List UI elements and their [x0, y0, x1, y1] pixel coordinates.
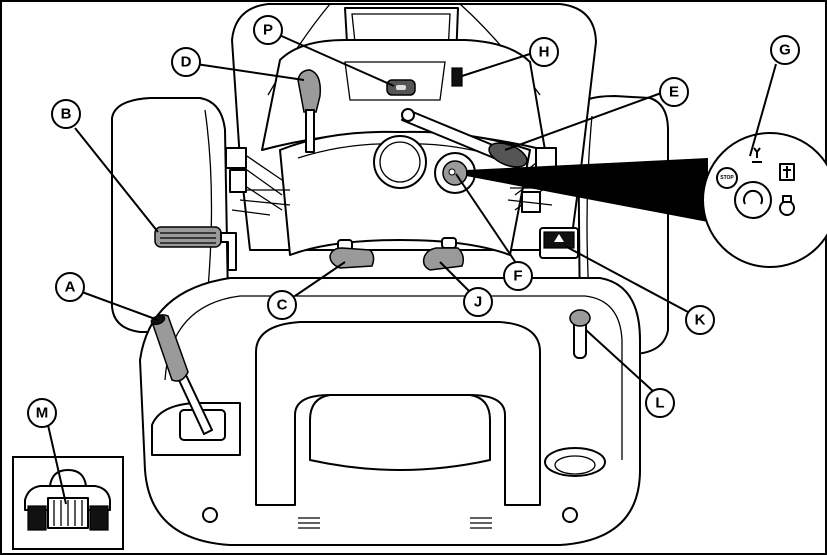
choke-lever[interactable]: [570, 310, 590, 358]
callout-H: H: [530, 38, 558, 66]
callout-label-A: A: [65, 279, 76, 296]
stop-label: STOP: [720, 175, 734, 181]
callout-label-E: E: [669, 84, 679, 101]
callout-label-G: G: [779, 42, 791, 59]
callout-label-J: J: [474, 294, 482, 311]
callout-P: P: [254, 16, 282, 44]
callout-label-D: D: [181, 54, 192, 71]
run-position-icon: [780, 164, 794, 180]
rear-body: [140, 278, 640, 545]
callout-label-L: L: [655, 395, 664, 412]
ignition-detail: STOP: [703, 133, 827, 267]
start-position-icon: [780, 196, 794, 215]
callout-M: M: [28, 399, 56, 427]
callout-L: L: [646, 389, 674, 417]
callout-J: J: [464, 288, 492, 316]
callout-A: A: [56, 273, 84, 301]
indicator-light: [452, 68, 462, 86]
callout-label-K: K: [695, 312, 706, 329]
callout-E: E: [660, 78, 688, 106]
callout-D: D: [172, 48, 200, 76]
callout-B: B: [52, 100, 80, 128]
callout-label-M: M: [36, 405, 49, 422]
callout-G: G: [771, 36, 799, 64]
callout-label-C: C: [277, 297, 288, 314]
callout-C: C: [268, 291, 296, 319]
callout-label-H: H: [539, 44, 550, 61]
callout-F: F: [504, 262, 532, 290]
callout-label-P: P: [263, 22, 273, 39]
attachment-switch[interactable]: [540, 228, 578, 258]
callout-K: K: [686, 306, 714, 334]
headlight-switch-inner: [396, 85, 406, 90]
inset-tractor-front: [13, 457, 123, 549]
callout-label-F: F: [513, 268, 522, 285]
callout-label-B: B: [61, 106, 72, 123]
